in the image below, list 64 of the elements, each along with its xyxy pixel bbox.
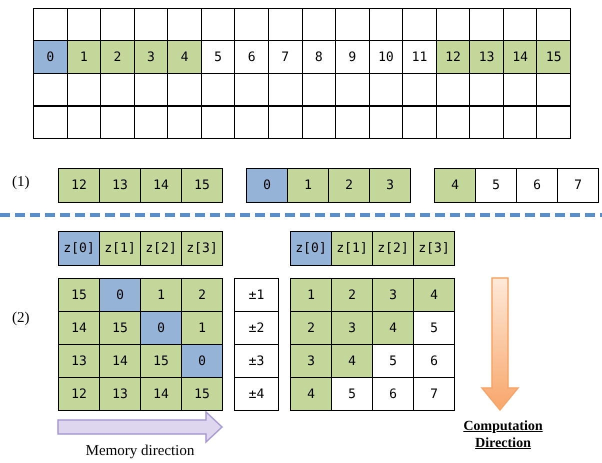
grid-cell: 0 <box>140 311 182 345</box>
grid-cell: 5 <box>475 168 517 203</box>
grid-cell: 1 <box>140 278 182 312</box>
grid-cell: 12 <box>58 168 100 203</box>
grid-cell: 2 <box>290 311 332 345</box>
grid-cell: 14 <box>140 377 182 411</box>
grid-cell: 12 <box>436 40 470 74</box>
grid-cell: 3 <box>331 311 373 345</box>
grid-cell: z[1] <box>99 231 141 266</box>
grid-cell: 3 <box>369 168 411 203</box>
grid-cell: 7 <box>413 377 455 411</box>
grid-cell: 15 <box>181 377 223 411</box>
grid-cell: 15 <box>140 344 182 378</box>
grid-cell: 15 <box>99 311 141 345</box>
grid-cell: 6 <box>516 168 558 203</box>
grid-cell: z[0] <box>290 231 332 266</box>
row-label: (2) <box>12 310 30 327</box>
grid-cell: 4 <box>372 311 414 345</box>
grid-cell: 4 <box>331 344 373 378</box>
grid-cell: 2 <box>100 40 135 74</box>
grid-cell: z[0] <box>58 231 100 266</box>
grid-cell: ±1 <box>234 278 279 312</box>
grid-cell: 0 <box>33 40 68 74</box>
grid-cell: 13 <box>99 377 141 411</box>
grid-cell: 1 <box>290 278 332 312</box>
grid-cell: 4 <box>413 278 455 312</box>
grid-cell: 4 <box>290 377 332 411</box>
axis-caption: Computation Direction <box>462 418 544 452</box>
grid-cell: 2 <box>331 278 373 312</box>
grid-cell: 15 <box>181 168 223 203</box>
grid-cell: z[3] <box>181 231 223 266</box>
grid-cell: 13 <box>99 168 141 203</box>
grid-cell: 4 <box>167 40 202 74</box>
grid-cell: 1 <box>66 40 102 74</box>
grid-cell: ±2 <box>234 311 279 345</box>
row-label: (1) <box>12 174 30 191</box>
axis-caption: Memory direction <box>84 443 196 460</box>
grid-cell: z[2] <box>140 231 182 266</box>
grid-cell: 14 <box>99 344 141 378</box>
grid-cell: 14 <box>140 168 182 203</box>
grid-cell: ±4 <box>234 377 279 411</box>
grid-cell: 2 <box>328 168 370 203</box>
grid-cell: 13 <box>469 40 504 74</box>
grid-cell: 1 <box>287 168 329 203</box>
grid-cell: 14 <box>502 40 538 74</box>
grid-cell: 12 <box>58 377 100 411</box>
grid-cell: 1 <box>181 311 223 345</box>
grid-cell: 15 <box>58 278 100 312</box>
grid-cell: z[2] <box>372 231 414 266</box>
grid-cell: 0 <box>99 278 141 312</box>
grid-cell: 0 <box>181 344 223 378</box>
grid-cell: 2 <box>181 278 223 312</box>
grid-cell: 4 <box>434 168 476 203</box>
grid-cell: 15 <box>536 40 571 74</box>
grid-cell: 7 <box>557 168 599 203</box>
grid-cell: ±3 <box>234 344 279 378</box>
grid-cell: 3 <box>290 344 332 378</box>
grid-cell: 3 <box>372 278 414 312</box>
grid-cell: z[3] <box>413 231 455 266</box>
grid-cell: z[1] <box>331 231 373 266</box>
grid-cell: 0 <box>246 168 288 203</box>
grid-cell: 14 <box>58 311 100 345</box>
grid-cell: 13 <box>58 344 100 378</box>
grid-cell: 3 <box>134 40 168 74</box>
